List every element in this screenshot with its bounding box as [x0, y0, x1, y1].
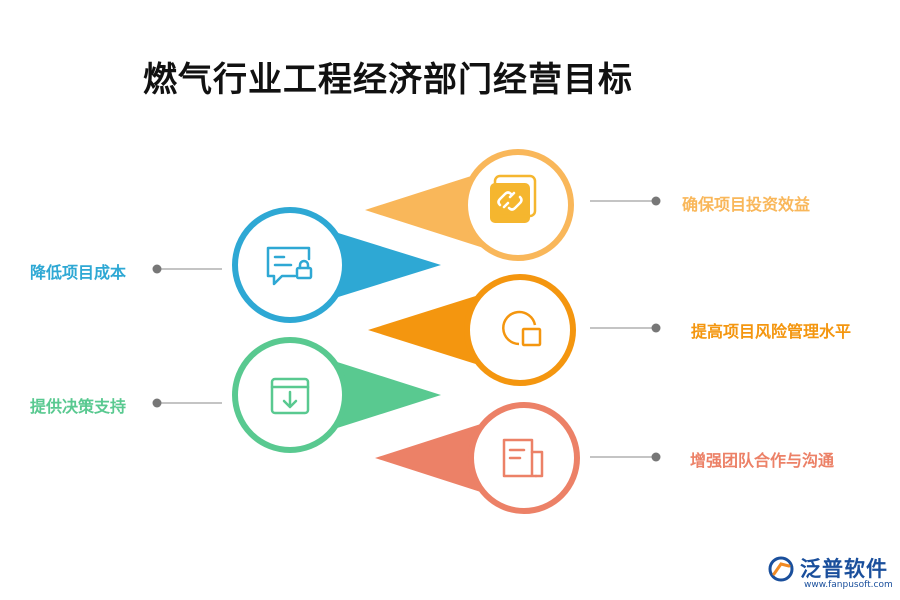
- goal-item-3: [368, 274, 661, 386]
- goal-item-2: [152, 207, 441, 323]
- connector-dot: [651, 452, 661, 462]
- chat-lock-icon: [266, 246, 313, 286]
- link-icon: [490, 174, 537, 223]
- goal-label-4: 提供决策支持: [30, 397, 127, 416]
- goal-label-5: 增强团队合作与沟通: [690, 451, 835, 470]
- goal-item-3-circle: [464, 274, 576, 386]
- goal-item-4: [152, 337, 441, 453]
- connector-dot: [152, 398, 162, 408]
- brand-url: www.fanpusoft.com: [804, 580, 893, 590]
- document-icon: [502, 438, 544, 478]
- fanpu-logo-icon: [768, 556, 794, 582]
- goal-label-1: 确保项目投资效益: [682, 195, 811, 214]
- chart-icon: [502, 310, 542, 347]
- brand-name: 泛普软件: [800, 557, 888, 581]
- download-box-icon: [270, 377, 310, 415]
- connector-dot: [651, 323, 661, 333]
- goal-item-5: [375, 402, 661, 514]
- goal-label-2: 降低项目成本: [30, 263, 127, 282]
- brand-logo: 泛普软件 www.fanpusoft.com: [766, 553, 894, 597]
- connector-dot: [651, 196, 661, 206]
- goal-item-1: [365, 149, 661, 261]
- goal-item-5-circle: [468, 402, 580, 514]
- connector-dot: [152, 264, 162, 274]
- page-title: 燃气行业工程经济部门经营目标: [143, 60, 633, 100]
- goal-label-3: 提高项目风险管理水平: [691, 322, 852, 341]
